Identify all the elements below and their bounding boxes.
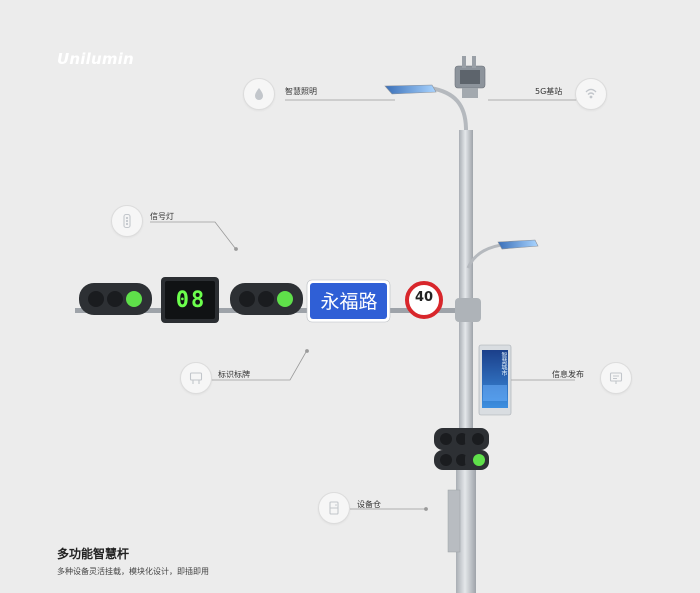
signal-icon	[575, 78, 607, 110]
info-label: 信息发布	[552, 370, 584, 379]
base-station-label: 5G基站	[535, 87, 563, 96]
display-icon	[600, 362, 632, 394]
cabinet-icon	[318, 492, 350, 524]
crossbar-clamp	[455, 298, 481, 322]
lighting-label: 智慧照明	[285, 87, 317, 96]
cabinet-label: 设备仓	[357, 500, 381, 509]
street-sign-text: 永福路	[320, 291, 378, 313]
droplet-icon	[243, 78, 275, 110]
traffic-light-icon	[111, 205, 143, 237]
page-subtitle: 多种设备灵活挂载，模块化设计，即插即用	[57, 567, 209, 576]
info-screen-text: 智慧城市	[500, 352, 507, 376]
countdown-value: 08	[175, 288, 207, 313]
pole-base	[456, 470, 476, 593]
street-lamp-middle	[497, 239, 539, 250]
signboard-icon	[180, 362, 212, 394]
brand-logo: Unilumin	[57, 50, 134, 68]
speed-limit-sign	[405, 281, 443, 319]
signal-light-label: 信号灯	[150, 212, 174, 221]
equipment-cabinet	[447, 489, 461, 553]
speed-limit-value: 40	[414, 290, 434, 305]
page-title: 多功能智慧杆	[57, 547, 130, 561]
lamp-arm-top	[429, 86, 468, 131]
sign-label: 标识标牌	[218, 370, 250, 379]
street-lamp-top	[384, 84, 437, 95]
